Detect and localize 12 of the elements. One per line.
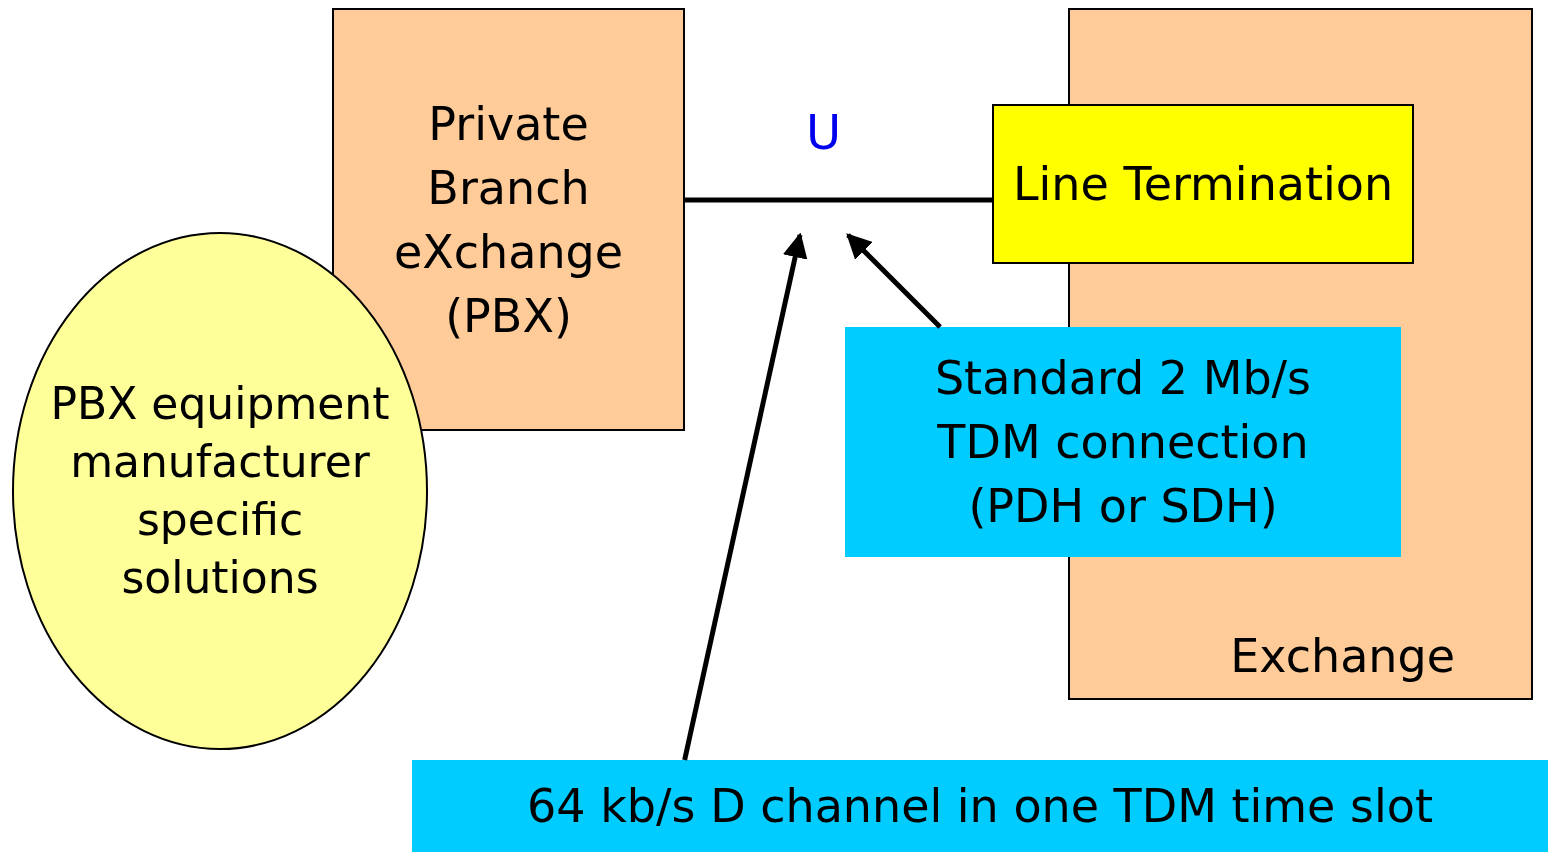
callout-text: Standard 2 Mb/s TDM connection (PDH or SDH) — [933, 350, 1313, 535]
ellipse-label: PBX equipment manufacturer specific solutions — [50, 377, 390, 605]
arrow — [682, 232, 808, 761]
box-label: Private Branch eXchange (PBX) — [392, 95, 625, 345]
callout-box — [845, 327, 1401, 557]
box-label: Line Termination — [1012, 156, 1394, 213]
callout-text: 64 kb/s D channel in one TDM time slot — [527, 778, 1433, 835]
box-label: Exchange — [1230, 628, 1455, 685]
process-box — [992, 104, 1414, 264]
callout-box — [412, 760, 1548, 852]
connector-line — [685, 197, 992, 203]
arrow — [846, 233, 942, 329]
